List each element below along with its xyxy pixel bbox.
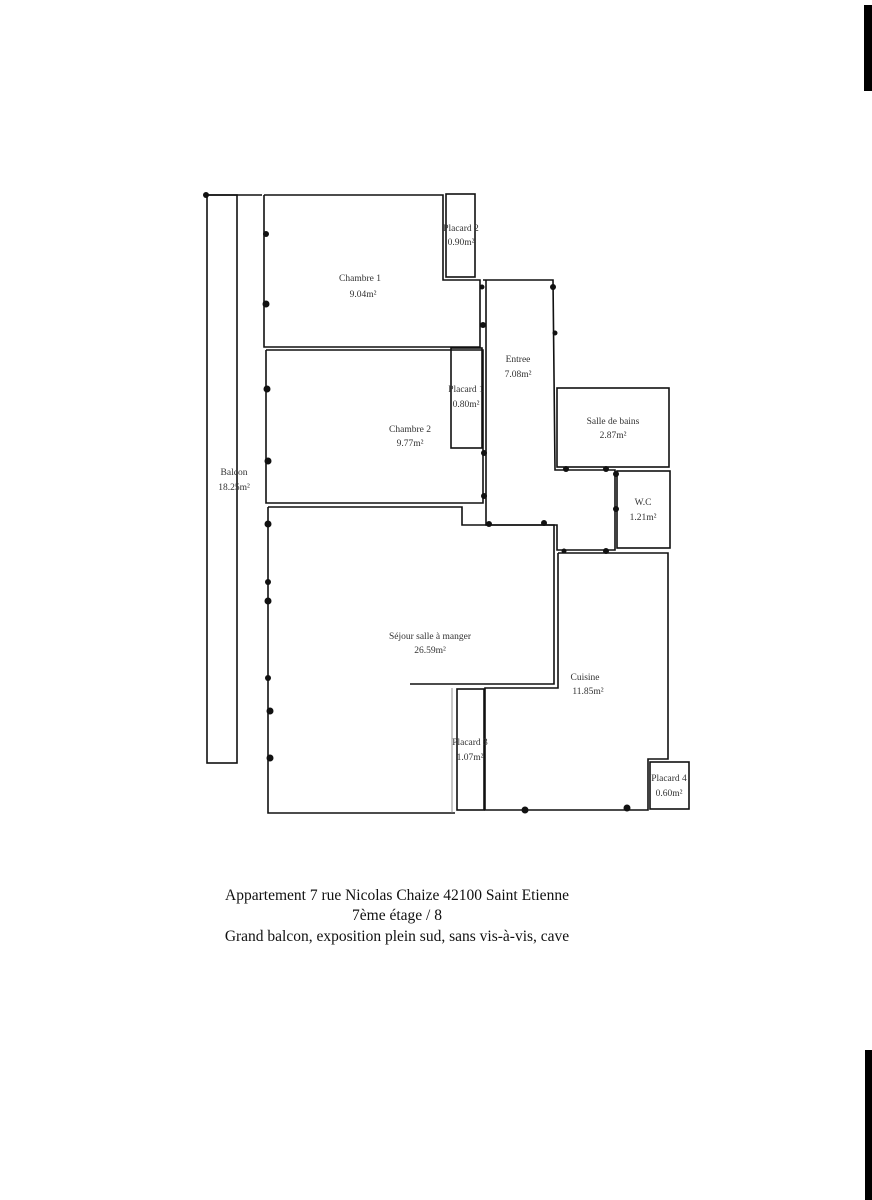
room-label: W.C: [635, 498, 652, 508]
room-label: Placard 3: [452, 738, 488, 748]
caption-features: Grand balcon, exposition plein sud, sans…: [224, 928, 570, 945]
room-placard-1: Placard 1 0.80m²: [448, 347, 484, 449]
room-area: 0.60m²: [656, 789, 683, 799]
room-placard-2: Placard 2 0.90m²: [443, 193, 479, 278]
scan-edge-mark-bottom: [865, 1050, 872, 1200]
room-sejour: Séjour salle à manger 26.59m²: [267, 506, 555, 814]
room-label: Salle de bains: [587, 417, 640, 427]
room-wc: W.C 1.21m²: [616, 470, 671, 549]
room-placard-3: Placard 3 1.07m²: [452, 688, 488, 811]
room-label: Séjour salle à manger: [389, 632, 472, 642]
room-label: Placard 2: [443, 224, 479, 234]
room-label: Placard 1: [448, 385, 484, 395]
room-label: Cuisine: [570, 673, 599, 683]
room-area: 1.21m²: [630, 513, 657, 523]
room-label: Chambre 1: [339, 274, 381, 284]
room-entree: Entree 7.08m²: [483, 279, 616, 551]
room-area: 11.85m²: [572, 687, 603, 697]
room-label: Placard 4: [651, 774, 687, 784]
room-area: 0.80m²: [453, 400, 480, 410]
caption-floor: 7ème étage / 8: [352, 907, 442, 924]
room-cuisine: Cuisine 11.85m²: [484, 552, 669, 811]
room-chambre-2: Chambre 2 9.77m²: [265, 349, 484, 504]
room-placard-4: Placard 4 0.60m²: [649, 761, 690, 810]
room-area: 9.04m²: [350, 290, 377, 300]
room-label: Balcon: [221, 468, 248, 478]
room-area: 0.90m²: [448, 238, 475, 248]
room-area: 18.25m²: [218, 483, 250, 493]
room-area: 1.07m²: [457, 753, 484, 763]
scan-edge-mark-top: [864, 5, 872, 91]
room-label: Entree: [506, 355, 531, 365]
room-label: Chambre 2: [389, 425, 431, 435]
measurement-points: [203, 192, 631, 814]
room-balcon: Balcon 18.25m²: [206, 194, 262, 764]
room-chambre-1: Chambre 1 9.04m²: [263, 194, 481, 348]
caption-address: Appartement 7 rue Nicolas Chaize 42100 S…: [225, 887, 569, 904]
room-salle-de-bains: Salle de bains 2.87m²: [556, 387, 670, 468]
room-area: 2.87m²: [600, 431, 627, 441]
room-area: 9.77m²: [397, 439, 424, 449]
room-area: 26.59m²: [414, 646, 446, 656]
room-area: 7.08m²: [505, 370, 532, 380]
